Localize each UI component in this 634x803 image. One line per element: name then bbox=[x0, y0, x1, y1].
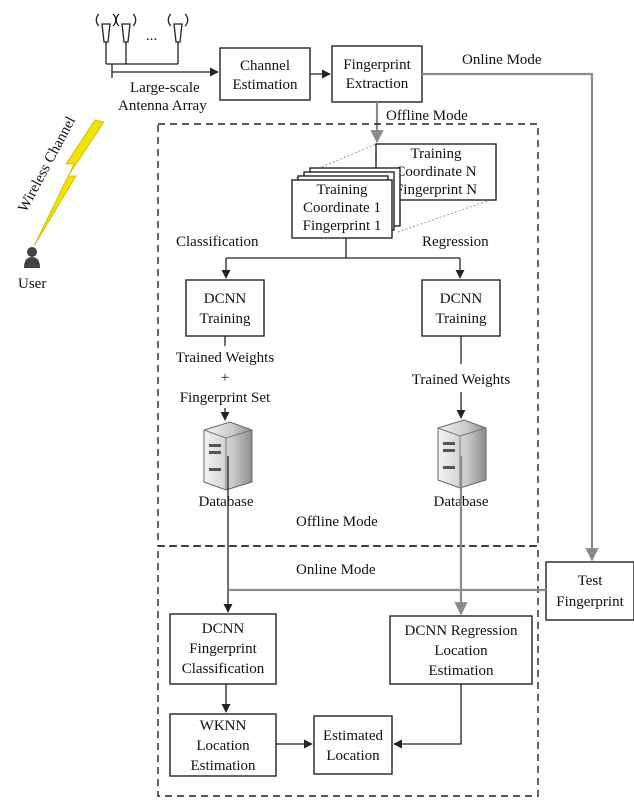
antenna-array: ... bbox=[95, 13, 219, 78]
estimated-location-box: Estimated Location bbox=[313, 715, 393, 775]
fingerprint-set-label: Fingerprint Set bbox=[180, 390, 271, 406]
svg-text:Fingerprint: Fingerprint bbox=[343, 57, 411, 73]
antenna-icon bbox=[115, 13, 137, 64]
dcnn-classification-box: DCNN Fingerprint Classification bbox=[169, 613, 277, 685]
online-path-to-test bbox=[422, 72, 599, 562]
antenna-icon bbox=[167, 13, 189, 64]
fingerprint-extraction-box: Fingerprint Extraction bbox=[331, 45, 423, 103]
training-stack: Training Coordinate N Fingerprint N Trai… bbox=[291, 143, 497, 239]
svg-text:WKNN: WKNN bbox=[200, 718, 247, 734]
svg-text:DCNN: DCNN bbox=[440, 291, 483, 307]
svg-text:Training: Training bbox=[199, 311, 251, 327]
database-server-icon bbox=[437, 419, 487, 489]
antenna-label-line2: Antenna Array bbox=[118, 98, 207, 114]
svg-text:Estimation: Estimation bbox=[233, 77, 298, 93]
wknn-box: WKNN Location Estimation bbox=[169, 713, 277, 777]
classification-label: Classification bbox=[176, 234, 259, 250]
svg-text:Classification: Classification bbox=[182, 661, 265, 677]
test-fingerprint-box: Test Fingerprint bbox=[545, 561, 634, 621]
svg-text:Fingerprint: Fingerprint bbox=[556, 594, 624, 610]
lightning-icon bbox=[33, 119, 105, 247]
svg-text:Location: Location bbox=[196, 738, 250, 754]
user-label: User bbox=[18, 276, 46, 292]
svg-text:Coordinate N: Coordinate N bbox=[395, 164, 476, 180]
wireless-channel-label: Wireless Channel bbox=[15, 114, 79, 215]
offline-mode-bottom-label: Offline Mode bbox=[296, 514, 378, 530]
svg-text:DCNN: DCNN bbox=[202, 621, 245, 637]
svg-text:Fingerprint N: Fingerprint N bbox=[395, 182, 477, 198]
svg-text:Training: Training bbox=[316, 182, 368, 198]
trained-weights-left-label: Trained Weights bbox=[176, 350, 275, 366]
antenna-ellipsis: ... bbox=[146, 28, 157, 44]
svg-text:Coordinate 1: Coordinate 1 bbox=[303, 200, 381, 216]
svg-text:Estimation: Estimation bbox=[191, 758, 256, 774]
svg-text:Location: Location bbox=[434, 643, 488, 659]
svg-text:DCNN: DCNN bbox=[204, 291, 247, 307]
antenna-icon bbox=[95, 13, 117, 64]
svg-text:Location: Location bbox=[326, 748, 380, 764]
svg-text:Training: Training bbox=[410, 146, 462, 162]
svg-text:DCNN Regression: DCNN Regression bbox=[405, 623, 518, 639]
online-mode-bottom-label: Online Mode bbox=[296, 562, 376, 578]
svg-text:Test: Test bbox=[578, 573, 604, 589]
svg-text:Training: Training bbox=[435, 311, 487, 327]
offline-region bbox=[157, 123, 539, 547]
dcnn-regression-box: DCNN Regression Location Estimation bbox=[389, 615, 533, 685]
svg-text:Extraction: Extraction bbox=[346, 76, 409, 92]
database-left-label: Database bbox=[199, 494, 254, 510]
dcnn-training-right-box: DCNN Training bbox=[421, 279, 501, 337]
antenna-label-line1: Large-scale bbox=[130, 80, 200, 96]
user-icon bbox=[24, 247, 40, 268]
trained-weights-right-label: Trained Weights bbox=[412, 372, 511, 388]
svg-text:Channel: Channel bbox=[240, 58, 290, 74]
offline-mode-top-label: Offline Mode bbox=[386, 108, 468, 124]
online-mode-top-label: Online Mode bbox=[462, 52, 542, 68]
svg-text:Fingerprint 1: Fingerprint 1 bbox=[303, 218, 382, 234]
regression-label: Regression bbox=[422, 234, 489, 250]
svg-text:Estimated: Estimated bbox=[323, 728, 383, 744]
dcnn-training-left-box: DCNN Training bbox=[185, 279, 265, 337]
svg-text:Estimation: Estimation bbox=[429, 663, 494, 679]
svg-text:Fingerprint: Fingerprint bbox=[189, 641, 257, 657]
plus-label: + bbox=[221, 370, 229, 386]
online-region bbox=[157, 545, 539, 797]
channel-estimation-box: Channel Estimation bbox=[219, 47, 311, 101]
training-box-1: Training Coordinate 1 Fingerprint 1 bbox=[291, 179, 393, 239]
